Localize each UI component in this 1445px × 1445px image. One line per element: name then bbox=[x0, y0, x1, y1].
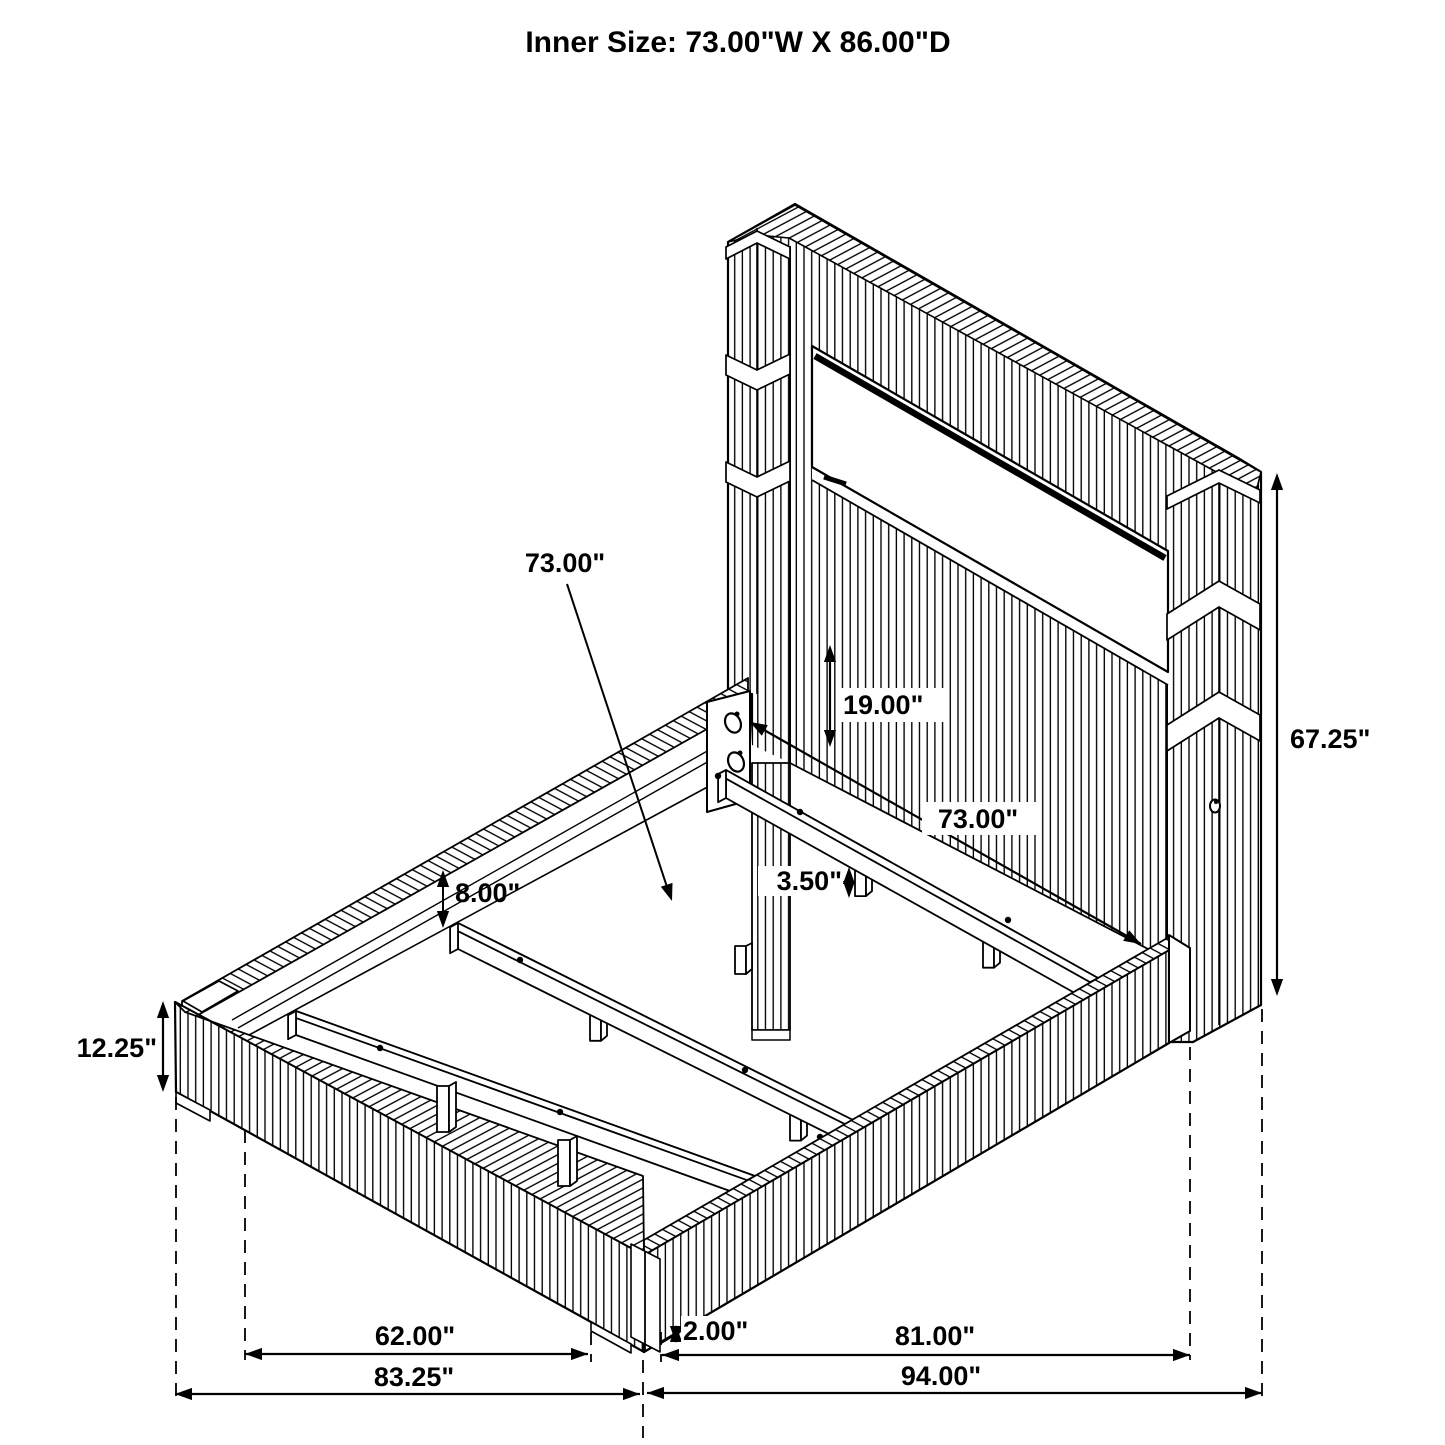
svg-text:83.25": 83.25" bbox=[374, 1362, 454, 1392]
svg-text:73.00": 73.00" bbox=[525, 548, 605, 578]
svg-text:Inner Size: 73.00"W X 86.00"D: Inner Size: 73.00"W X 86.00"D bbox=[525, 26, 950, 59]
svg-text:94.00": 94.00" bbox=[901, 1361, 981, 1391]
svg-text:3.50": 3.50" bbox=[777, 866, 842, 896]
svg-text:81.00": 81.00" bbox=[895, 1321, 975, 1351]
svg-text:12.25": 12.25" bbox=[77, 1033, 157, 1063]
svg-text:19.00": 19.00" bbox=[843, 690, 923, 720]
svg-text:73.00": 73.00" bbox=[938, 804, 1018, 834]
svg-text:8.00": 8.00" bbox=[455, 878, 520, 908]
svg-text:67.25": 67.25" bbox=[1290, 724, 1370, 754]
svg-text:2.00": 2.00" bbox=[683, 1316, 748, 1346]
svg-text:62.00": 62.00" bbox=[375, 1321, 455, 1351]
